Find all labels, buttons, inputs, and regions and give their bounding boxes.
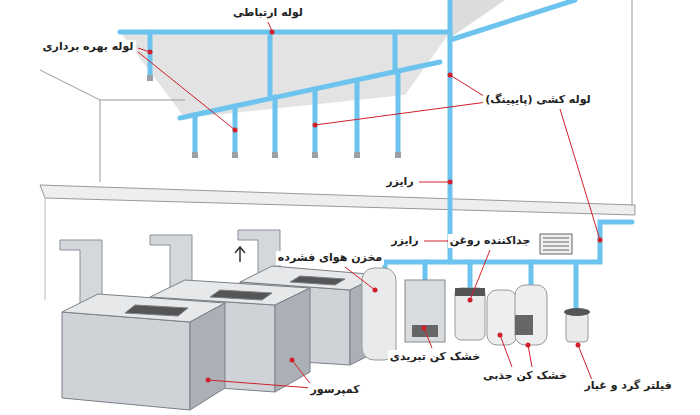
- wall-line: [40, 70, 100, 100]
- pipe: [268, 32, 273, 98]
- ac-grille: [543, 238, 569, 250]
- adsorption-tank: [515, 285, 547, 345]
- filter-cap: [564, 308, 590, 316]
- separator-cap: [455, 288, 485, 296]
- pipe-network: [120, 0, 632, 312]
- callout-label: فیلتر گرد و غبار: [582, 379, 673, 393]
- refrigerated-dryer: [405, 280, 445, 342]
- dust-filter: [566, 312, 588, 342]
- pipe: [574, 262, 579, 312]
- leader-dot: [290, 358, 295, 363]
- callout-label: مخزن هوای فشرده: [276, 251, 384, 265]
- leader-dot: [576, 343, 581, 348]
- callout-label: لوله بهره برداری: [40, 40, 135, 54]
- pipe: [355, 80, 360, 152]
- leader-line: [424, 241, 450, 242]
- pipe: [120, 30, 450, 35]
- callout-label: خشک کن جذبی: [481, 369, 569, 383]
- pipe: [423, 262, 428, 280]
- leader-dot: [448, 180, 453, 185]
- leader-dot: [526, 343, 531, 348]
- dryer-control: [515, 315, 533, 335]
- pipe: [396, 71, 401, 152]
- wall-line: [632, 0, 633, 205]
- compressor-vent: [125, 305, 188, 316]
- leader-line: [528, 345, 532, 367]
- pipe: [148, 32, 153, 75]
- pipe: [193, 115, 198, 152]
- floor-slab: [40, 185, 635, 215]
- callout-label: خشک کن تبریدی: [388, 350, 482, 364]
- leader-line: [345, 267, 375, 290]
- leader-dot: [373, 288, 378, 293]
- pipe: [313, 89, 318, 152]
- pipe: [273, 97, 278, 152]
- compressor-front: [62, 312, 190, 410]
- outlet-cap: [147, 75, 153, 81]
- pipe: [385, 222, 632, 268]
- callout-label: لوله ارتباطی: [231, 6, 305, 20]
- leader-line: [470, 250, 490, 300]
- callout-label: جداکننده روغن: [448, 234, 533, 248]
- callout-label: رایزر: [389, 234, 420, 248]
- compressor-side: [190, 303, 225, 410]
- oil-separator: [455, 288, 485, 340]
- outlet-caps: [147, 75, 401, 158]
- outlet-cap: [354, 152, 360, 158]
- pipe: [393, 32, 398, 72]
- outlet-cap: [192, 152, 198, 158]
- leader-dot: [598, 238, 603, 243]
- leader-lines: [138, 22, 600, 388]
- leader-line: [208, 380, 312, 388]
- airflow-arrow: [235, 247, 245, 262]
- wall-line: [45, 198, 46, 300]
- wall-line: [100, 100, 101, 182]
- air-tank: [362, 268, 396, 360]
- leader-line: [450, 75, 487, 98]
- leader-dot: [313, 123, 318, 128]
- outlet-cap: [232, 152, 238, 158]
- callout-label: کمپرسور: [308, 383, 361, 397]
- compressor-vent: [290, 276, 345, 285]
- leader-dot: [233, 128, 238, 133]
- leader-dot: [270, 30, 275, 35]
- leader-dot: [468, 298, 473, 303]
- leader-dot: [498, 333, 503, 338]
- pipe: [180, 62, 440, 118]
- leader-dot: [448, 73, 453, 78]
- pipe: [233, 106, 238, 152]
- leader-dot: [206, 378, 211, 383]
- leader-dots: [148, 30, 603, 383]
- pipe: [468, 262, 473, 288]
- leader-line: [560, 109, 600, 240]
- leader-line: [419, 182, 450, 183]
- compressor-vent: [210, 290, 272, 300]
- outlet-cap: [312, 152, 318, 158]
- leader-line: [424, 328, 432, 348]
- leader-dot: [148, 50, 153, 55]
- wall-line: [100, 100, 185, 101]
- compressor-1: [62, 294, 225, 410]
- callout-label: رایزر: [384, 175, 415, 189]
- outlet-cap: [272, 152, 278, 158]
- callout-label: لوله کشی (پایپینگ): [483, 93, 592, 107]
- leader-line: [578, 345, 592, 380]
- pipe: [450, 0, 575, 40]
- outlet-cap: [395, 152, 401, 158]
- leader-line: [500, 335, 512, 367]
- leader-line: [315, 102, 487, 125]
- adsorption-tank: [487, 290, 517, 345]
- ac-unit: [540, 234, 572, 254]
- leader-line: [138, 52, 235, 130]
- leader-dot: [422, 326, 427, 331]
- pipe: [529, 262, 534, 285]
